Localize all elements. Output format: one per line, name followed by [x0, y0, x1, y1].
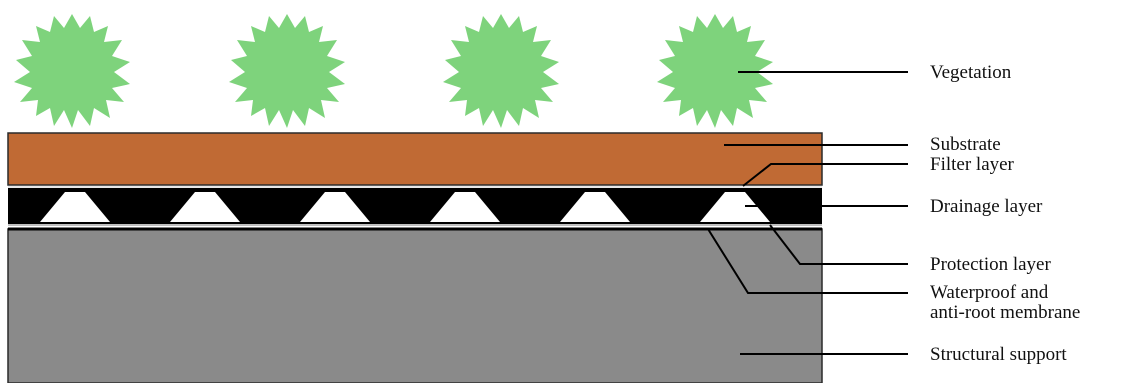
- label-filter-layer: Filter layer: [930, 154, 1015, 175]
- drainage-cell: [430, 192, 500, 222]
- plant-icon: [443, 14, 559, 128]
- drainage-cell: [700, 192, 770, 222]
- leader-waterproof-membrane: [707, 228, 908, 294]
- plant-icon: [14, 14, 130, 128]
- substrate-layer: [7, 132, 823, 186]
- label-waterproof-line2: anti-root membrane: [930, 302, 1080, 323]
- label-protection-layer: Protection layer: [930, 254, 1051, 275]
- drainage-cell: [560, 192, 630, 222]
- plant-icon: [229, 14, 345, 128]
- label-structural-support: Structural support: [930, 344, 1067, 365]
- drainage-cells: [40, 192, 770, 222]
- label-waterproof-line1: Waterproof and: [930, 282, 1049, 303]
- drainage-cell: [40, 192, 110, 222]
- label-substrate: Substrate: [930, 134, 1001, 155]
- drainage-cell: [300, 192, 370, 222]
- leader-protection-layer: [769, 224, 908, 265]
- drainage-cell: [170, 192, 240, 222]
- structural-support-layer: [7, 228, 823, 383]
- label-vegetation: Vegetation: [930, 62, 1012, 83]
- leader-filter-layer: [742, 163, 908, 187]
- label-drainage-layer: Drainage layer: [930, 196, 1043, 217]
- drainage-layer: [8, 187, 822, 224]
- vegetation-group: [14, 14, 773, 128]
